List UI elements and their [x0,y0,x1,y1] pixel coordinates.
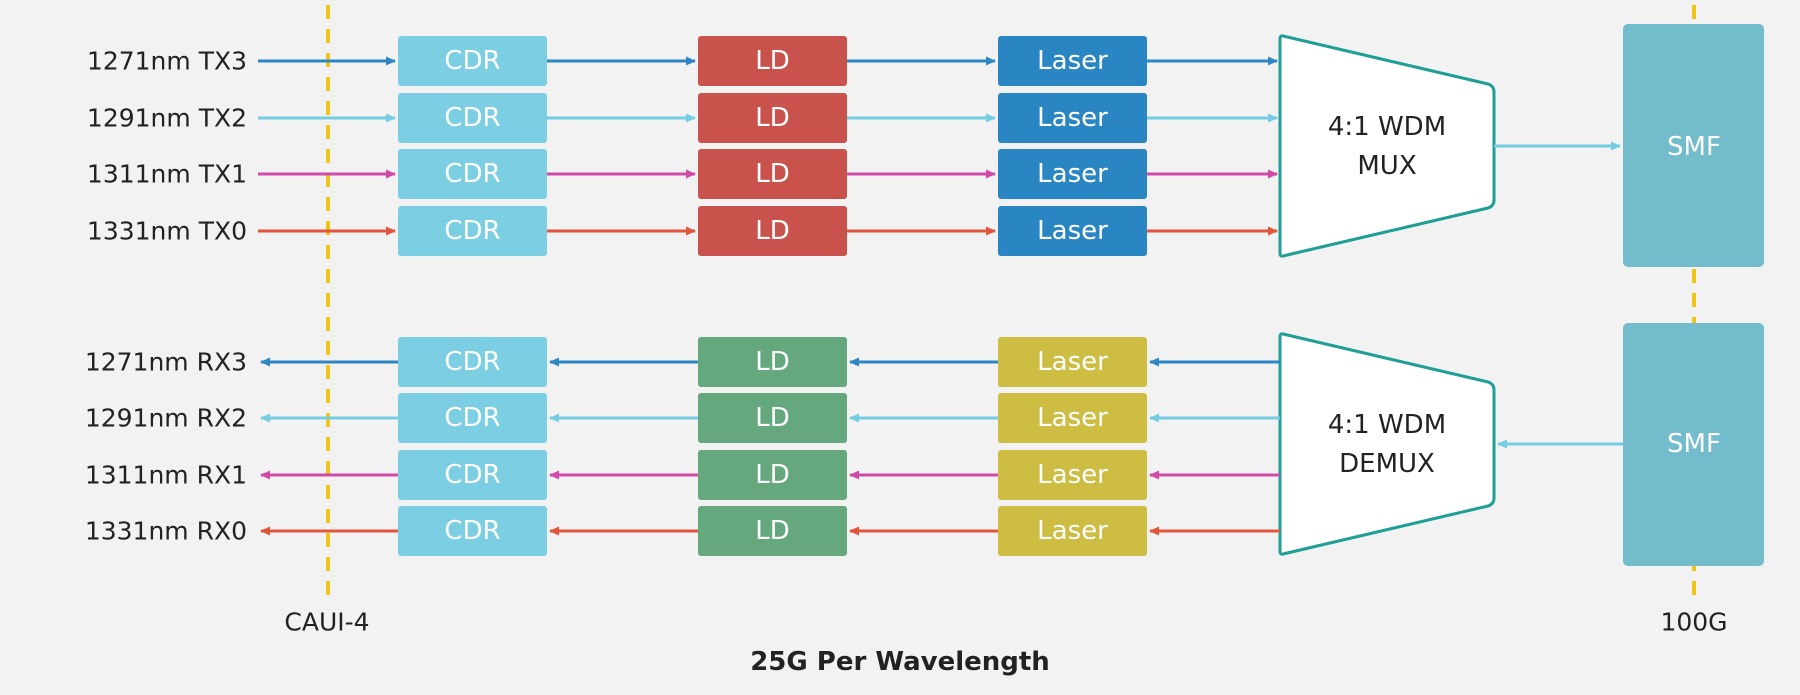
wdm-mux-trapezoid [1278,34,1496,258]
tx-lane-0-ld-label: LD [755,46,790,76]
tx-lane-3-ld-block [698,206,847,256]
tx-lane-1-ld-block [698,93,847,143]
rx-lane-0-ld-label: LD [755,347,790,377]
rx-lane-3-label: 1331nm RX0 [85,517,247,546]
rx-lane-2-label: 1311nm RX1 [85,461,247,490]
tx-lane-2-ld-label: LD [755,159,790,189]
mux-label-line2: MUX [1357,151,1416,181]
mux-label-line1: 4:1 WDM [1328,112,1446,142]
rx-lane-1-label: 1291nm RX2 [85,404,247,433]
rx-lane-3-ld-block [698,506,847,556]
tx-lane-1-cdr-block [398,93,547,143]
rx-lane-3-cdr-label: CDR [444,516,500,546]
caption-25g-per-wavelength: 25G Per Wavelength [750,647,1050,677]
rx-lane-2-ld-label: LD [755,460,790,490]
rx-lane-1-ld-block [698,393,847,443]
rx-lane-2-ld-block [698,450,847,500]
tx-lane-2-laser-label: Laser [1037,159,1108,189]
tx-lane-2-ld-block [698,149,847,199]
demux-label-line2: DEMUX [1339,449,1435,479]
rx-lane-1-ld-label: LD [755,403,790,433]
rx-lane-3-ld-label: LD [755,516,790,546]
rx-lane-3-laser-block [998,506,1147,556]
tx-lane-0-label: 1271nm TX3 [87,47,247,76]
tx-lane-2-cdr-label: CDR [444,159,500,189]
tx-lane-3-cdr-label: CDR [444,216,500,246]
tx-lane-1-laser-label: Laser [1037,103,1108,133]
rx-lane-1-laser-label: Laser [1037,403,1108,433]
rx-lane-0-laser-block [998,337,1147,387]
smf-tx-label: SMF [1667,132,1721,162]
smf-tx-block [1623,24,1764,267]
tx-lane-1-cdr-label: CDR [444,103,500,133]
rx-lane-2-cdr-block [398,450,547,500]
tx-lane-2-laser-block [998,149,1147,199]
rx-lane-2-laser-label: Laser [1037,460,1108,490]
rx-lane-3-cdr-block [398,506,547,556]
rx-lane-1-cdr-block [398,393,547,443]
tx-lane-1-ld-label: LD [755,103,790,133]
tx-lane-3-laser-label: Laser [1037,216,1108,246]
rx-lane-1-laser-block [998,393,1147,443]
tx-lane-2-label: 1311nm TX1 [87,160,247,189]
demux-label-line1: 4:1 WDM [1328,410,1446,440]
100g-label: 100G [1660,608,1727,637]
rx-lane-0-cdr-block [398,337,547,387]
rx-lane-2-laser-block [998,450,1147,500]
tx-lane-3-laser-block [998,206,1147,256]
tx-lane-3-label: 1331nm TX0 [87,217,247,246]
tx-lane-3-cdr-block [398,206,547,256]
rx-lane-0-ld-block [698,337,847,387]
smf-rx-block [1623,323,1764,566]
rx-lane-0-laser-label: Laser [1037,347,1108,377]
caui4-label: CAUI-4 [284,608,369,637]
tx-lane-2-cdr-block [398,149,547,199]
tx-lane-1-laser-block [998,93,1147,143]
tx-lane-0-cdr-block [398,36,547,86]
smf-rx-label: SMF [1667,429,1721,459]
rx-lane-0-cdr-label: CDR [444,347,500,377]
tx-lane-0-cdr-label: CDR [444,46,500,76]
rx-lane-0-label: 1271nm RX3 [85,348,247,377]
rx-lane-2-cdr-label: CDR [444,460,500,490]
tx-lane-0-laser-block [998,36,1147,86]
tx-lane-0-laser-label: Laser [1037,46,1108,76]
tx-lane-0-ld-block [698,36,847,86]
tx-lane-1-label: 1291nm TX2 [87,104,247,133]
rx-lane-3-laser-label: Laser [1037,516,1108,546]
wdm-demux-trapezoid [1278,332,1496,556]
tx-lane-3-ld-label: LD [755,216,790,246]
rx-lane-1-cdr-label: CDR [444,403,500,433]
